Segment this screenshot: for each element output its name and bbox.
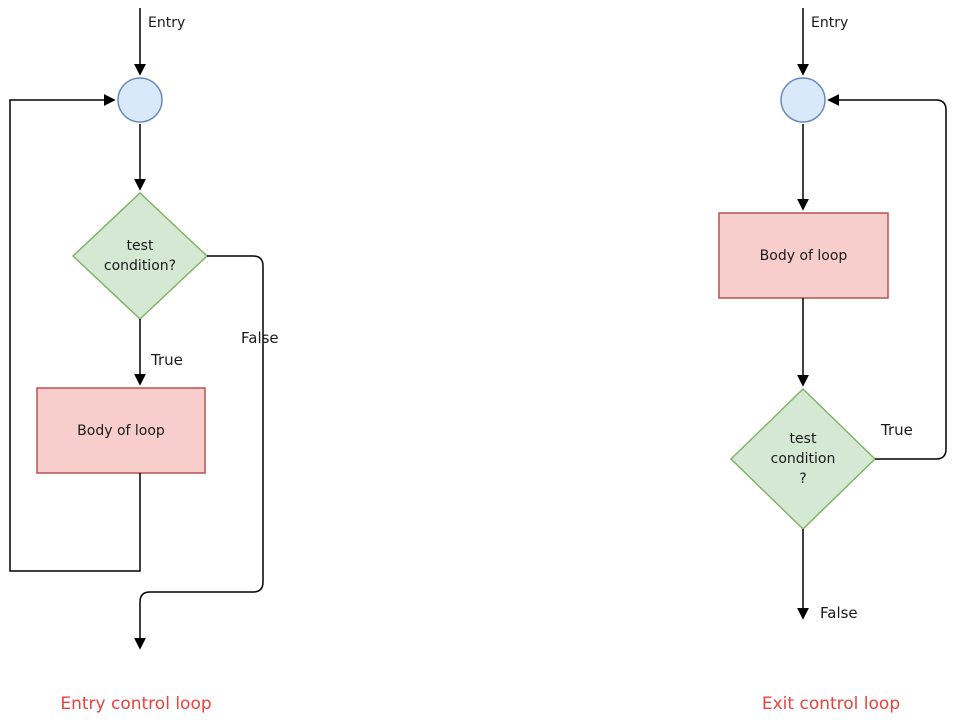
left-caption: Entry control loop: [60, 694, 212, 714]
left-true-label: True: [151, 351, 183, 369]
right-true-label: True: [881, 421, 913, 439]
right-decision-text: test condition ?: [770, 431, 836, 487]
left-body-box: [36, 387, 206, 474]
right-entry-label: Entry: [811, 15, 849, 31]
right-true-loopback-arrow: [827, 94, 947, 460]
left-false-exit-arrow: [134, 255, 264, 650]
left-loopback-arrow: [9, 94, 141, 572]
left-false-label: False: [241, 329, 279, 347]
left-decision-text: test condition?: [103, 238, 177, 274]
right-body-text: Body of loop: [759, 247, 848, 264]
left-entry-label: Entry: [148, 15, 186, 31]
right-false-label: False: [820, 604, 858, 622]
right-junction-circle: [780, 77, 826, 123]
left-body-text: Body of loop: [77, 422, 165, 439]
left-junction-circle: [117, 77, 163, 123]
entry-control-loop-diagram: [9, 8, 264, 650]
right-caption: Exit control loop: [761, 694, 901, 714]
exit-control-loop-diagram: [718, 8, 947, 620]
